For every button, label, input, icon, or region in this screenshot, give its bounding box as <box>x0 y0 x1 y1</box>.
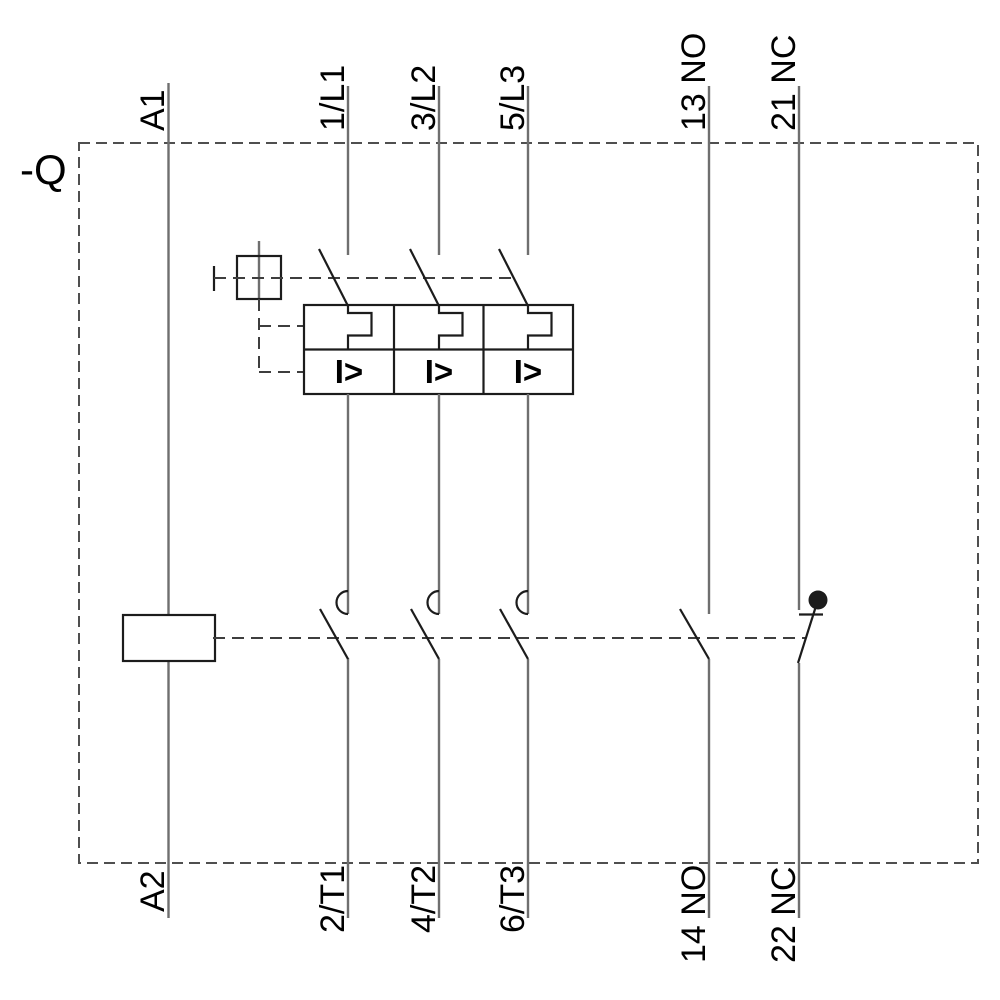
aux-contact-no <box>679 86 711 918</box>
aux-contact-nc <box>796 86 828 918</box>
manual-operator <box>212 241 283 301</box>
terminal-label-5l3: 5/L3 <box>494 64 532 131</box>
latch-symbol-pole-3 <box>526 305 553 350</box>
pole-2 <box>409 86 441 918</box>
main-contact-blade-pole-1 <box>319 608 349 660</box>
overcurrent-release-symbol-2: I> <box>424 353 454 390</box>
latch-symbol-pole-2 <box>437 305 464 350</box>
upper-switch-blade-pole-1 <box>318 248 349 307</box>
latch-symbol-pole-1 <box>346 305 373 350</box>
device-designation: -Q <box>20 146 67 193</box>
upper-switch-blade-pole-2 <box>409 248 440 307</box>
nc-contact-dot <box>808 590 828 610</box>
contact-arc-pole-3 <box>515 589 529 616</box>
terminal-label-13no: 13 NO <box>675 32 713 131</box>
mechanical-linkage <box>213 277 806 639</box>
terminal-label-2t1: 2/T1 <box>314 864 352 933</box>
terminal-label-1l1: 1/L1 <box>314 64 352 131</box>
no-contact-blade <box>679 608 710 660</box>
terminal-label-22nc: 22 NC <box>765 866 803 963</box>
main-contact-blade-pole-3 <box>499 608 529 660</box>
main-contact-blade-pole-2 <box>410 608 440 660</box>
pole-3 <box>498 86 530 918</box>
pole-1 <box>318 86 350 918</box>
terminal-label-a1: A1 <box>134 89 172 131</box>
terminal-label-4t2: 4/T2 <box>405 864 443 933</box>
terminal-label-3l2: 3/L2 <box>405 64 443 131</box>
coil-box <box>121 613 217 663</box>
upper-switch-blade-pole-3 <box>498 248 529 307</box>
overcurrent-release-symbol-3: I> <box>513 353 543 390</box>
terminal-label-21nc: 21 NC <box>765 34 803 131</box>
control-circuit <box>121 83 217 918</box>
terminal-label-6t3: 6/T3 <box>494 864 532 933</box>
terminal-label-14no: 14 NO <box>675 864 713 963</box>
overcurrent-release-symbol-1: I> <box>334 353 364 390</box>
contact-arc-pole-1 <box>335 589 349 616</box>
contact-arc-pole-2 <box>426 589 440 616</box>
trip-unit-column-dividers <box>392 305 485 394</box>
terminal-label-a2: A2 <box>134 870 172 912</box>
nc-contact-blade <box>796 605 818 664</box>
